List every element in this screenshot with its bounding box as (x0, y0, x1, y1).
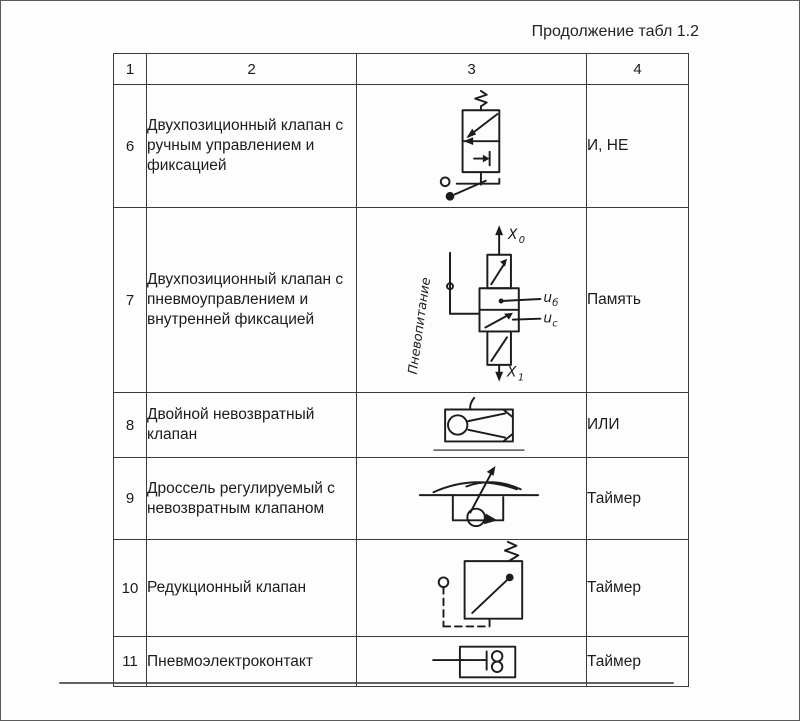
pneumo-electric-contact-icon (431, 645, 516, 678)
table-row: 7 Двухпозиционный клапан с пневмоуправле… (113, 207, 689, 393)
pneumatic-supply-label: Пневопитание (405, 276, 433, 375)
table-row: 6 Двухпозиционный клапан с ручным управл… (113, 84, 689, 208)
table-continuation-title: Продолжение табл 1.2 (531, 23, 699, 40)
output-x0-label: Х (506, 227, 517, 243)
table-row: 9 Дроссель регулируемый с невозвратным к… (113, 457, 689, 540)
output-x1-subscript: 1 (517, 373, 523, 383)
column-header-2: 2 (146, 53, 357, 85)
logic-function-label: Таймер (586, 457, 689, 540)
logic-function-label: И, НЕ (586, 84, 689, 208)
component-description: Двухпозиционный клапан с ручным управлен… (146, 84, 357, 208)
table-row: 11 Пневмоэлектроконтакт Таймер (113, 636, 689, 687)
input-uc-subscript: с (552, 319, 558, 330)
output-x0-subscript: 0 (518, 235, 524, 246)
row-number: 11 (113, 636, 147, 687)
input-ub-subscript: б (552, 297, 558, 309)
logic-function-label: Таймер (586, 636, 689, 687)
component-description: Редукционный клапан (146, 539, 357, 637)
double-check-valve-icon (433, 396, 524, 451)
column-header-3: 3 (356, 53, 587, 85)
table-row: 10 Редукционный клапан Таймер (113, 539, 689, 637)
symbol-cell (356, 539, 587, 637)
row-number: 7 (113, 207, 147, 393)
component-description: Двойной невозвратный клапан (146, 392, 357, 458)
component-description: Двухпозиционный клапан с пневмоуправлени… (146, 207, 357, 393)
component-description: Пневмоэлектроконтакт (146, 636, 357, 687)
column-header-1: 1 (113, 53, 147, 85)
logic-function-label: Память (586, 207, 689, 393)
logic-function-label: Таймер (586, 539, 689, 637)
row-number: 6 (113, 84, 147, 208)
pneumatic-symbols-table: 1 2 3 4 6 Двухпозиционный клапан с ручны… (113, 53, 689, 687)
column-header-4: 4 (586, 53, 689, 85)
symbol-cell (356, 84, 587, 208)
component-description: Дроссель регулируемый с невозвратным кла… (146, 457, 357, 540)
pressure-reducing-valve-icon (437, 540, 523, 628)
symbol-cell: Пневопитание (356, 207, 587, 393)
logic-function-label: ИЛИ (586, 392, 689, 458)
input-uc-label: u (543, 311, 552, 327)
two-position-valve-pneumatic-latch-icon: Пневопитание (405, 225, 558, 383)
row-number: 10 (113, 539, 147, 637)
adjustable-throttle-check-valve-icon (418, 465, 539, 527)
input-ub-label: u (543, 290, 552, 306)
output-x1-label: Х (506, 365, 517, 381)
row-number: 8 (113, 392, 147, 458)
row-number: 9 (113, 457, 147, 540)
scan-artifact-line (59, 682, 674, 684)
symbol-cell (356, 392, 587, 458)
symbol-cell (356, 457, 587, 540)
symbol-cell (356, 636, 587, 687)
table-header-row: 1 2 3 4 (113, 53, 689, 85)
two-position-valve-manual-latch-icon (439, 89, 500, 201)
table-row: 8 Двойной невозвратный клапан ИЛИ (113, 392, 689, 458)
